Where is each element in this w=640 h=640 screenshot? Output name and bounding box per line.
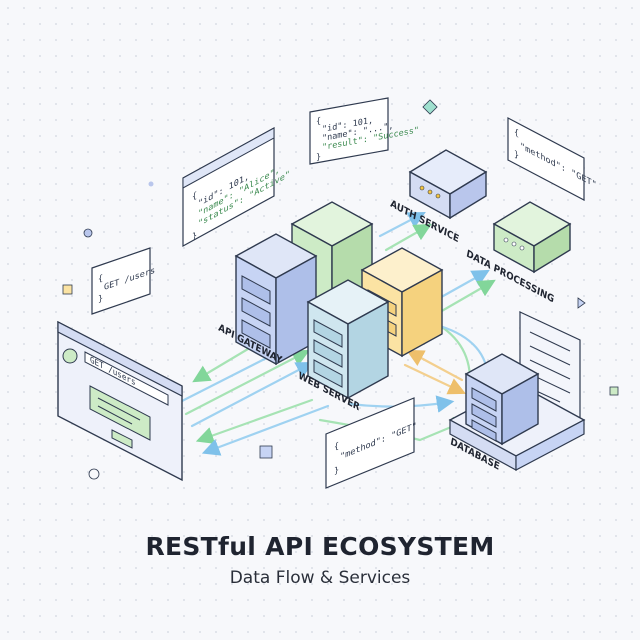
database-server [448, 353, 586, 472]
code-card-method-top: { "method": "GET" } [507, 117, 597, 201]
code-card-get-users: { GET /users } [91, 247, 155, 315]
client-browser: GET /users [57, 320, 183, 482]
page-title: RESTful API ECOSYSTEM [145, 532, 495, 561]
code-card-result-json: { "id": 101, "name": "...", "result": "S… [309, 97, 419, 165]
server-data-processing [492, 201, 572, 274]
page-subtitle: Data Flow & Services [229, 568, 411, 588]
submit-button [111, 429, 133, 449]
user-avatar-icon [62, 348, 78, 364]
code-card-method-bottom: { "method": "GET" } [325, 397, 417, 489]
flow-arrows [178, 211, 496, 456]
server-web-server [306, 279, 390, 400]
code-card-user-json: { "id": 101, "name": "Alice", "status": … [182, 126, 290, 248]
server-auth-service [408, 149, 488, 220]
server-api-gateway [234, 233, 318, 366]
